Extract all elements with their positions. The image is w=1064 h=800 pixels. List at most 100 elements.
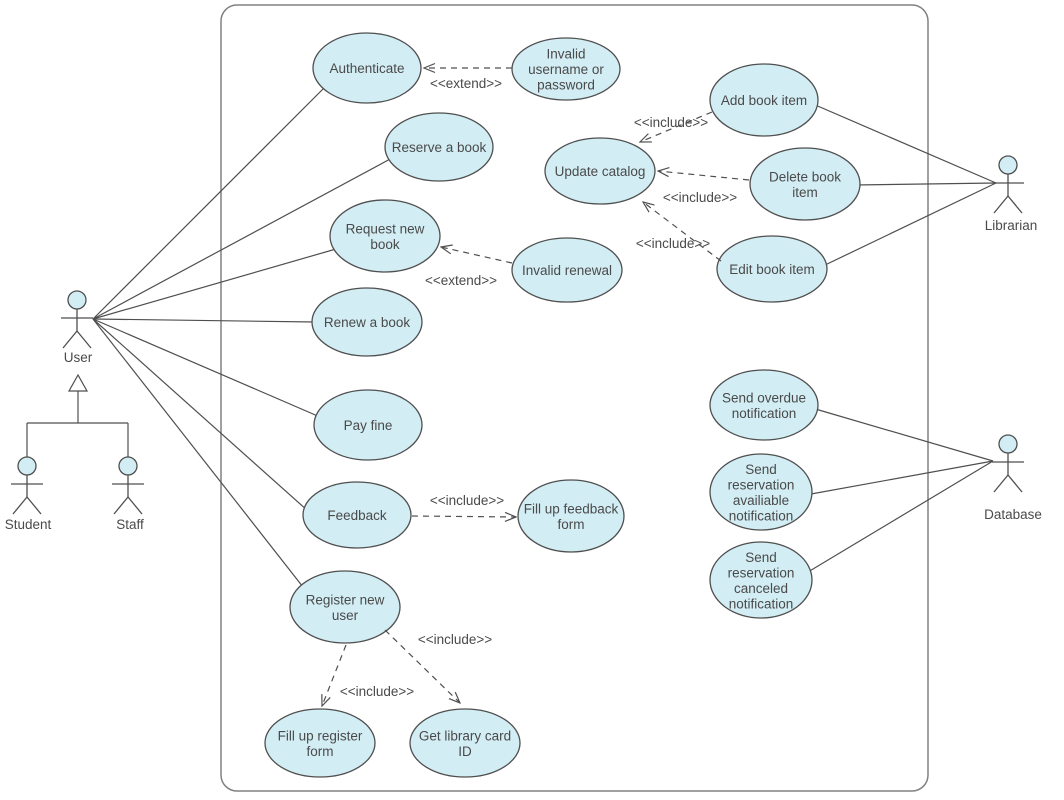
association-user-reserve-a-book	[92, 157, 393, 320]
usecase-reserve-a-book-label: Reserve a book	[392, 140, 487, 155]
usecase-send-reservation-availiable-notification-line-2: availiable	[733, 493, 789, 508]
actor-user-head	[67, 290, 87, 310]
usecase-feedback-line-0: Feedback	[327, 508, 387, 523]
usecase-send-reservation-availiable-notification-line-1: reservation	[728, 477, 795, 492]
include-edge-add-book-item-to-update-catalog	[640, 111, 713, 142]
usecase-send-reservation-canceled-notification-line-2: canceled	[734, 581, 788, 596]
association-database-send-overdue-notification	[811, 407, 994, 462]
usecase-invalid-username-password-line-1: username or	[528, 62, 604, 77]
usecase-authenticate-label: Authenticate	[329, 61, 404, 76]
usecase-send-reservation-availiable-notification-line-3: notification	[729, 508, 794, 523]
usecase-authenticate-ellipse	[312, 32, 422, 104]
connector-layer	[26, 4, 997, 792]
usecase-pay-fine-line-0: Pay fine	[344, 418, 393, 433]
actor-user: User	[61, 290, 93, 365]
actor-student-head	[17, 456, 37, 476]
usecase-invalid-renewal-label: Invalid renewal	[522, 263, 612, 278]
usecase-fill-up-register-form-line-1: form	[307, 744, 334, 759]
usecase-send-reservation-canceled-notification-line-1: reservation	[728, 565, 795, 580]
include-label: <<include>>	[430, 493, 504, 508]
usecase-invalid-renewal-ellipse	[511, 237, 623, 303]
usecase-fill-up-feedback-form-line-0: Fill up feedback	[524, 501, 619, 516]
actor-student-label: Student	[5, 517, 52, 532]
usecase-delete-book-item-ellipse	[749, 147, 861, 221]
actor-database-right-leg	[1007, 474, 1023, 493]
usecase-authenticate: Authenticate	[312, 32, 422, 104]
actor-database-label: Database	[984, 507, 1042, 522]
usecase-edit-book-item: Edit book item	[716, 235, 828, 303]
usecase-fill-up-feedback-form-ellipse	[517, 479, 625, 553]
usecase-edit-book-item-ellipse	[716, 235, 828, 303]
association-librarian-add-book-item	[812, 103, 997, 184]
include-edge-feedback-to-fill-up-feedback-form	[411, 516, 516, 517]
usecase-feedback: Feedback	[302, 481, 412, 549]
usecase-delete-book-item-line-0: Delete book	[769, 169, 841, 184]
usecase-send-reservation-availiable-notification-ellipse	[709, 453, 813, 531]
usecase-request-new-book-line-0: Request new	[346, 221, 425, 236]
usecase-edit-book-item-label: Edit book item	[729, 262, 815, 277]
actor-staff-left-leg	[113, 496, 129, 515]
usecase-update-catalog-line-0: Update catalog	[555, 164, 646, 179]
usecase-authenticate-line-0: Authenticate	[329, 61, 404, 76]
extend-edge-invalid-renewal-to-request-new-book	[441, 247, 513, 264]
usecase-delete-book-item-line-1: item	[792, 185, 818, 200]
actor-database-left-leg	[993, 474, 1009, 493]
usecase-add-book-item: Add book item	[709, 63, 819, 137]
usecase-get-library-card-id-ellipse	[409, 708, 521, 778]
actor-librarian-head	[998, 155, 1018, 175]
system-boundary	[220, 4, 929, 792]
usecase-reserve-a-book: Reserve a book	[384, 112, 494, 182]
association-librarian-delete-book-item	[854, 182, 997, 186]
actor-user-label: User	[64, 350, 93, 365]
actor-librarian: Librarian	[985, 155, 1037, 233]
include-label: <<include>>	[663, 190, 737, 205]
actor-database: Database	[984, 434, 1042, 522]
association-user-request-new-book	[92, 248, 337, 320]
usecase-feedback-label: Feedback	[327, 508, 387, 523]
association-user-register-new-user	[92, 318, 304, 588]
usecase-update-catalog: Update catalog	[544, 137, 656, 205]
actor-staff-right-leg	[127, 496, 143, 515]
actor-staff-head	[118, 456, 138, 476]
actor-staff: Staff	[112, 456, 144, 532]
association-user-authenticate	[92, 85, 327, 320]
actor-database-head	[998, 434, 1018, 454]
actor-student-right-leg	[26, 496, 42, 515]
association-database-send-reservation-availiable-notification	[810, 460, 994, 495]
include-label: <<include>>	[340, 684, 414, 699]
usecase-feedback-ellipse	[302, 481, 412, 549]
usecase-renew-a-book-ellipse	[311, 287, 423, 357]
usecase-edit-book-item-line-0: Edit book item	[729, 262, 815, 277]
usecase-register-new-user-ellipse	[289, 570, 401, 644]
usecase-renew-a-book-line-0: Renew a book	[324, 315, 411, 330]
usecase-pay-fine-ellipse	[313, 389, 423, 461]
usecase-invalid-renewal: Invalid renewal	[511, 237, 623, 303]
extend-label: <<extend>>	[425, 273, 497, 288]
include-edge-edit-book-item-to-update-catalog	[643, 202, 722, 262]
include-label: <<include>>	[418, 632, 492, 647]
usecase-fill-up-feedback-form-line-1: form	[558, 517, 585, 532]
usecase-send-reservation-availiable-notification-line-0: Send	[745, 462, 777, 477]
actor-student-left-leg	[12, 496, 28, 515]
usecase-send-overdue-notification-line-1: notification	[732, 406, 797, 421]
usecase-invalid-username-password-ellipse	[511, 37, 621, 101]
actor-student: Student	[5, 456, 52, 532]
usecase-update-catalog-ellipse	[544, 137, 656, 205]
usecase-send-overdue-notification-line-0: Send overdue	[722, 390, 806, 405]
label-actor-layer: <<extend>><<extend>><<include>><<include…	[5, 68, 1042, 706]
